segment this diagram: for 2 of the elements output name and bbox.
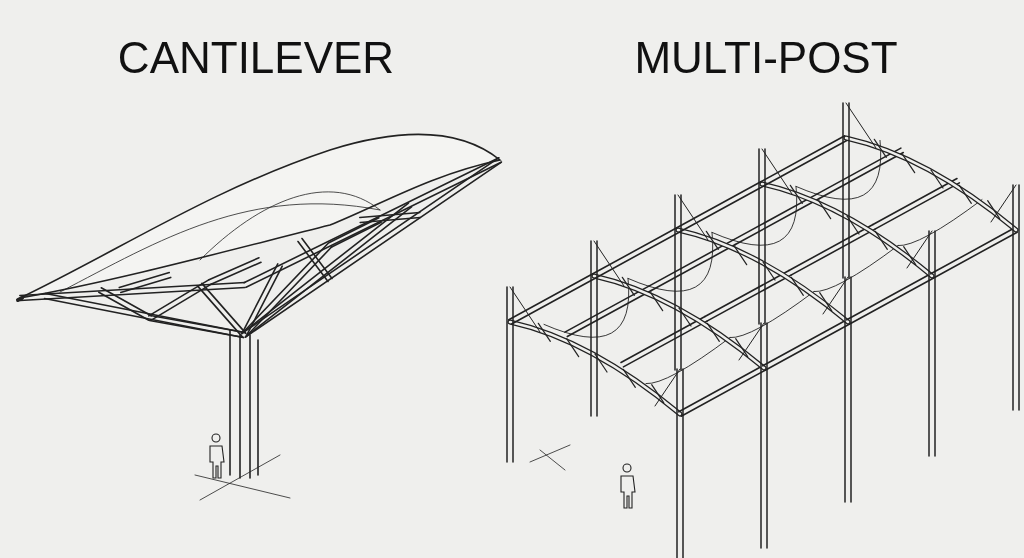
- panel-title: MULTI-POST: [634, 36, 898, 80]
- panel-title: CANTILEVER: [117, 36, 395, 80]
